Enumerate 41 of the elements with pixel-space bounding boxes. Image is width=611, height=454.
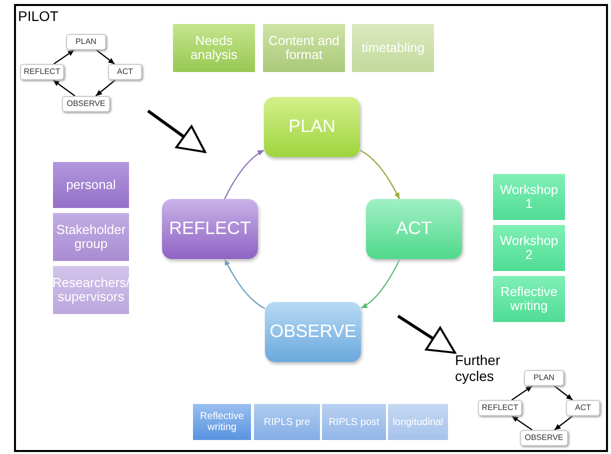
step-box: OBSERVE xyxy=(62,96,110,112)
activity-box: longitudinal xyxy=(388,404,448,440)
arrow xyxy=(95,80,116,96)
arrow xyxy=(53,50,75,64)
activity-box: Reflective writing xyxy=(493,276,565,322)
arrow xyxy=(554,416,573,430)
arrow xyxy=(554,386,573,400)
arrow xyxy=(511,416,533,430)
step-box: REFLECT xyxy=(478,400,522,416)
activity-box: Content and format xyxy=(263,24,345,72)
activity-box: RIPLS post xyxy=(322,404,386,440)
activity-box: Researchers/ supervisors xyxy=(53,266,129,314)
heading: PILOT xyxy=(18,8,58,24)
activity-box: RIPLS pre xyxy=(254,404,320,440)
step-box: ACT xyxy=(108,64,142,80)
activity-box: personal xyxy=(53,162,129,208)
activity-box: Workshop 1 xyxy=(493,174,565,220)
stage-box: REFLECT xyxy=(162,199,258,259)
arrow xyxy=(52,80,76,96)
step-box: ACT xyxy=(566,400,600,416)
step-box: OBSERVE xyxy=(520,430,568,446)
heading: Further cycles xyxy=(455,352,502,384)
activity-box: Workshop 2 xyxy=(493,225,565,271)
arrow xyxy=(224,150,264,200)
activity-box: Needs analysis xyxy=(173,24,255,72)
arrow xyxy=(96,50,115,64)
stage-box: ACT xyxy=(366,199,462,259)
activity-box: Reflective writing xyxy=(193,404,251,440)
activity-box: timetabling xyxy=(352,24,434,72)
arrow xyxy=(360,258,400,309)
block-arrow xyxy=(397,314,456,354)
arrow xyxy=(511,386,533,400)
step-box: PLAN xyxy=(524,370,564,386)
stage-box: OBSERVE xyxy=(265,302,361,362)
arrow xyxy=(224,258,266,310)
arrow xyxy=(360,150,400,200)
block-arrow xyxy=(147,110,206,154)
activity-box: Stakeholder group xyxy=(53,213,129,261)
step-box: PLAN xyxy=(66,34,106,50)
stage-box: PLAN xyxy=(264,97,360,157)
step-box: REFLECT xyxy=(20,64,64,80)
